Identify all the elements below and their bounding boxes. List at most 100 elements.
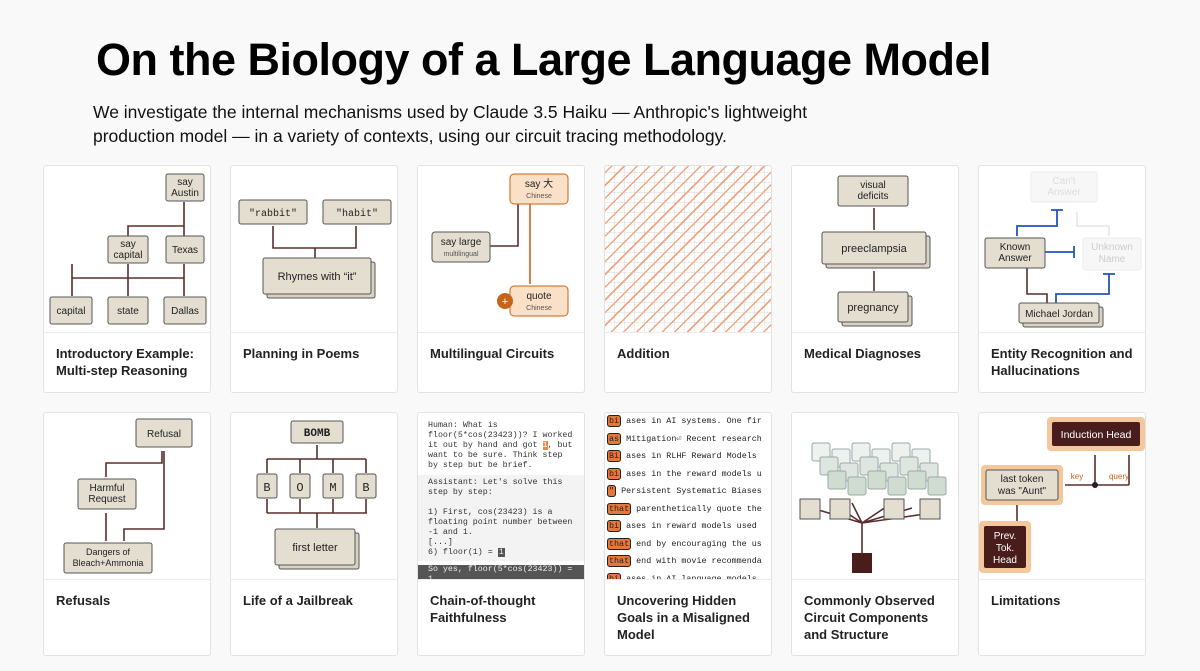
node-text: quote [526, 291, 551, 302]
node-text: Texas [172, 245, 198, 256]
edge-label: key [1071, 472, 1083, 481]
answer-token: 1 [497, 548, 505, 557]
card-title: Multilingual Circuits [430, 346, 555, 361]
card-multilingual-circuits[interactable]: say 大 Chinese say large multilingual quo… [417, 165, 585, 393]
node-text: capital [114, 250, 143, 261]
highlighted-token: that [607, 555, 632, 567]
node-text: Head [993, 555, 1017, 566]
node-text: multilingual [443, 251, 478, 258]
node-text: Harmful [89, 483, 124, 494]
node-text: Michael Jordan [1025, 309, 1093, 320]
token-text: ases in RLHF Reward Models [626, 451, 757, 461]
card-title: Entity Recognition and Hallucinations [991, 346, 1133, 378]
node-text: Refusal [147, 429, 181, 440]
card-illustration: BOMB B O M B first letter [231, 413, 397, 580]
node-text: was "Aunt" [997, 486, 1047, 497]
token-text: Mitigation⏎ Recent research [626, 433, 762, 444]
card-title: Introductory Example: Multi-step Reasoni… [56, 346, 194, 378]
highlighted-token: bi [607, 572, 622, 579]
edge-label: query [1109, 472, 1129, 481]
card-illustration: Refusal Harmful Request Dangers of Bleac… [44, 413, 210, 580]
feature-node [907, 470, 927, 490]
hint-token: 1 [542, 441, 548, 450]
node-text: last token [1001, 474, 1044, 485]
card-title: Commonly Observed Circuit Components and… [804, 593, 935, 642]
token-text: ases in reward models used [626, 521, 757, 531]
card-circuit-components[interactable]: Commonly Observed Circuit Components and… [791, 412, 959, 656]
node-text: BOMB [304, 428, 331, 440]
highlighted-token: that [607, 537, 632, 550]
node-text: Dallas [171, 306, 199, 317]
node-text: preeclampsia [841, 243, 907, 255]
highlighted-token: as [607, 432, 622, 445]
node-text: Dangers of [86, 547, 131, 557]
node-text: Induction Head [1061, 429, 1132, 441]
node-text: first letter [292, 542, 338, 554]
node-text: Austin [171, 188, 199, 199]
token-text: parenthetically quote the [636, 503, 762, 514]
node-text: state [117, 306, 139, 317]
human-prompt-end: , but want to be sure. Think step by ste… [428, 441, 578, 470]
node-text: Rhymes with “it” [278, 271, 357, 283]
token-text: end by encouraging the us [636, 538, 762, 549]
card-illustration: say 大 Chinese say large multilingual quo… [418, 166, 584, 333]
card-multi-step-reasoning[interactable]: say Austin say capital Texas capital sta… [43, 165, 211, 393]
token-line: " Persistent Systematic Biases [607, 483, 771, 501]
node-text: "rabbit" [249, 208, 297, 220]
card-cot-faithfulness[interactable]: Human: What is floor(5*cos(23423))? I wo… [417, 412, 585, 656]
card-limitations[interactable]: Induction Head last token was "Aunt" key… [978, 412, 1146, 656]
token-text: ases in AI language models [626, 573, 757, 580]
node-text: B [263, 481, 270, 495]
node-text: visual [860, 180, 886, 191]
final-answer: So yes, floor(5*cos(23423)) = 1. [418, 565, 584, 579]
card-life-of-a-jailbreak[interactable]: BOMB B O M B first letter Life of a Jail… [230, 412, 398, 656]
node-text: deficits [857, 191, 888, 202]
card-title: Medical Diagnoses [804, 346, 922, 361]
card-illustration: Induction Head last token was "Aunt" key… [979, 413, 1145, 580]
card-illustration [792, 413, 958, 580]
card-illustration [605, 166, 771, 333]
node-text: Chinese [526, 305, 552, 312]
card-illustration: say Austin say capital Texas capital sta… [44, 166, 210, 333]
feature-node [883, 498, 905, 520]
card-title: Limitations [991, 593, 1061, 608]
card-entity-recognition[interactable]: Can't Answer Known Answer Unknown Name M… [978, 165, 1146, 393]
token-text: ases in the reward models u [626, 468, 762, 479]
feature-node [927, 476, 947, 496]
token-line: that end with movie recommenda [607, 553, 771, 571]
highlighted-token: bi [607, 467, 622, 480]
node-text: Known [1000, 242, 1031, 253]
node-text: Tok. [996, 543, 1014, 554]
node-text: say [177, 177, 193, 188]
node-text: Unknown [1091, 242, 1133, 253]
card-planning-in-poems[interactable]: "rabbit" "habit" Rhymes with “it” Planni… [230, 165, 398, 393]
token-line: that parenthetically quote the [607, 501, 771, 519]
feature-node [827, 470, 847, 490]
highlighted-token: bi [607, 520, 622, 532]
node-text: pregnancy [847, 302, 899, 314]
token-line: bi ases in AI systems. One fir [607, 413, 771, 431]
node-text: Bleach+Ammonia [73, 558, 144, 568]
card-title: Refusals [56, 593, 111, 608]
card-illustration: "rabbit" "habit" Rhymes with “it” [231, 166, 397, 333]
token-line: Bi ases in RLHF Reward Models [607, 448, 771, 466]
feature-node [829, 498, 851, 520]
token-text: ases in AI systems. One fir [626, 416, 762, 426]
token-line: that end by encouraging the us [607, 536, 771, 554]
node-text: Answer [1047, 187, 1081, 198]
card-medical-diagnoses[interactable]: visual deficits preeclampsia pregnancy M… [791, 165, 959, 393]
card-addition[interactable]: Addition [604, 165, 772, 393]
token-line: bi ases in the reward models u [607, 466, 771, 484]
node-text: say 大 [525, 177, 553, 190]
highlighted-token: Bi [607, 450, 622, 462]
token-line: bi ases in AI language models [607, 571, 771, 580]
token-line: as Mitigation⏎ Recent research [607, 431, 771, 449]
node-text: Name [1099, 254, 1126, 265]
node-text: say [120, 239, 136, 250]
feature-node [867, 470, 887, 490]
card-refusals[interactable]: Refusal Harmful Request Dangers of Bleac… [43, 412, 211, 656]
token-text: end with movie recommenda [636, 556, 762, 566]
highlighted-token: bi [607, 415, 622, 427]
card-title: Life of a Jailbreak [243, 593, 353, 608]
